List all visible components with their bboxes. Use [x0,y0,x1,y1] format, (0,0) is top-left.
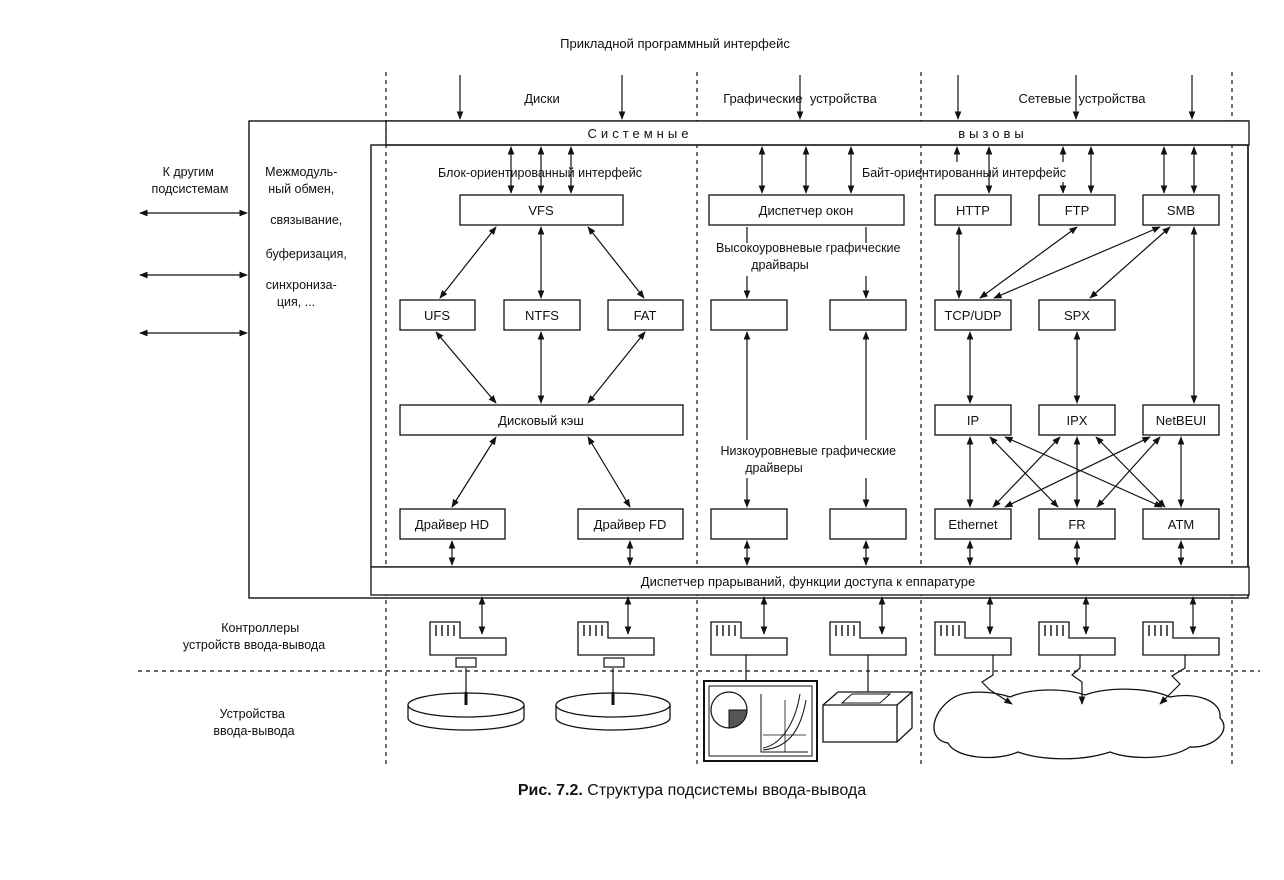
network-syscall-arrows [953,146,1198,194]
controller-card [577,621,655,668]
high-level-driver-2-box [829,299,907,331]
ftp-box [1038,194,1116,226]
controller-card [829,621,907,656]
low-level-drivers-label: Низкоуровневые графические драйверы [720,444,899,475]
hard-disk-device [407,668,525,731]
system-calls-label-right: вызовы [958,126,1028,141]
smb-box [1142,194,1220,226]
devices-label: Устройства ввода-вывода [213,707,294,738]
spx-label: SPX [1064,308,1090,323]
other-subsystems-label: К другим подсистемам [152,165,229,196]
controller-card [1142,621,1220,656]
column-title-disks: Диски [524,91,560,106]
fr-box [1038,508,1116,540]
interrupt-dispatcher-label: Диспетчер прарываний, функции доступа к … [641,574,975,589]
low-level-driver-2-box [829,508,907,540]
floppy-disk-device [555,668,671,731]
dispatcher-controller-arrows [478,596,1197,635]
api-title: Прикладной программный интерфейс [560,36,790,51]
graphics-syscall-arrows [758,146,855,194]
smb-label: SMB [1167,203,1195,218]
http-label: HTTP [956,203,990,218]
other-subsystems-arrows [139,209,248,337]
tcpudp-box [934,299,1012,331]
vfs-box [459,194,624,226]
printer-device [822,655,913,743]
hl-ll-arrows [743,331,870,508]
api-arrows [456,75,1196,120]
controller-card [1038,621,1116,656]
monitor-device [703,655,818,762]
transport-network-arrows [966,331,1081,404]
ip-box [934,404,1012,436]
controllers-label: Контроллеры устройств ввода-вывода [183,621,325,652]
ip-label: IP [967,413,979,428]
driver-hd-label: Драйвер HD [415,517,489,532]
tcpudp-label: TCP/UDP [944,308,1001,323]
driver-hd-box [399,508,506,540]
ethernet-label: Ethernet [948,517,998,532]
ntfs-box [503,299,581,331]
spx-box [1038,299,1116,331]
network-cloud-device [933,655,1225,760]
window-manager-label: Диспетчер окон [759,203,854,218]
high-level-drivers-label: Высокоуровневые графические драйвары [716,241,904,272]
controller-cards [429,621,1220,668]
kernel-functions-label: Межмодуль- ный обмен, связывание, буфери… [265,165,350,309]
netbeui-label: NetBEUI [1156,413,1207,428]
cache-driver-arrows [451,436,631,508]
block-interface-label: Блок-ориентированный интерфейс [438,166,642,180]
driver-dispatcher-arrows [448,540,1185,566]
atm-label: ATM [1168,517,1194,532]
system-calls-label-left: Системные [588,126,693,141]
ufs-box [399,299,476,331]
figure-caption: Рис. 7.2. Структура подсистемы ввода-выв… [518,782,866,799]
byte-interface-label: Байт-ориентированный интерфейс [862,166,1066,180]
interrupt-dispatcher-band [370,566,1250,596]
disk-syscall-arrows [507,146,575,194]
system-calls-band [385,120,1250,146]
http-box [934,194,1012,226]
fat-box [607,299,684,331]
ntfs-label: NTFS [525,308,559,323]
ufs-label: UFS [424,308,450,323]
controller-card [429,621,507,668]
controller-card [710,621,788,656]
driver-fd-label: Драйвер FD [594,517,667,532]
controller-card [934,621,1012,656]
ipx-label: IPX [1067,413,1088,428]
netbeui-box [1142,404,1220,436]
column-title-network: Сетевые устройства [1019,91,1147,106]
app-transport-arrows [955,226,1198,404]
disk-cache-box [399,404,684,436]
vfs-label: VFS [528,203,554,218]
high-level-driver-1-box [710,299,788,331]
network-link-arrows [966,436,1185,508]
fr-label: FR [1068,517,1085,532]
disk-cache-label: Дисковый кэш [498,413,584,428]
window-manager-box [708,194,905,226]
fat-label: FAT [634,308,657,323]
driver-fd-box [577,508,684,540]
atm-box [1142,508,1220,540]
ethernet-box [934,508,1012,540]
column-separators [385,72,1233,765]
ipx-box [1038,404,1116,436]
vfs-fs-arrows [439,226,645,299]
ftp-label: FTP [1065,203,1090,218]
wm-hl-arrows [743,227,870,299]
low-level-driver-1-box [710,508,788,540]
fs-cache-arrows [435,331,646,404]
